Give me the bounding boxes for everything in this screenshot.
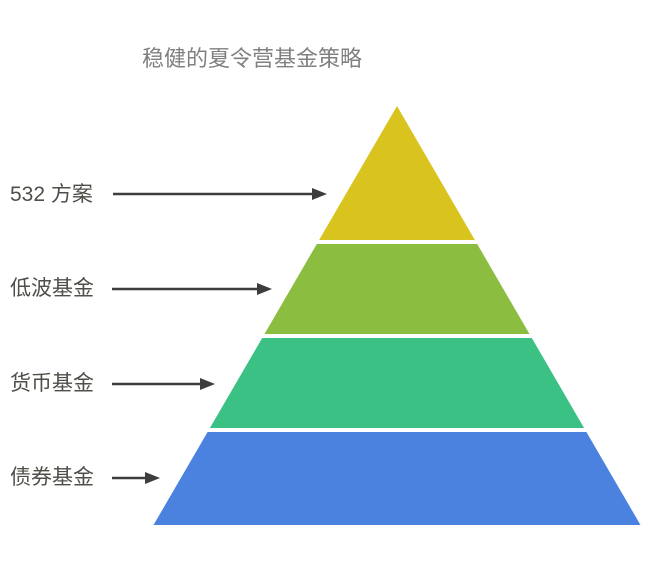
pyramid-layer-3[interactable]: [209, 338, 585, 428]
arrow-to-layer-3: [112, 378, 215, 390]
layer-label-low-volatility-fund: 低波基金: [10, 277, 94, 300]
arrow-head-icon: [257, 283, 272, 295]
arrow-head-icon: [145, 472, 160, 484]
chart-title: 稳健的夏令营基金策略: [142, 46, 363, 71]
pyramid-layer-2[interactable]: [264, 244, 530, 334]
arrow-to-layer-bottom: [112, 472, 160, 484]
arrow-to-layer-top: [113, 188, 327, 200]
arrow-head-icon: [200, 378, 215, 390]
pyramid-layer-top[interactable]: [319, 106, 475, 240]
layer-label-532-plan: 532 方案: [10, 183, 93, 206]
arrow-head-icon: [312, 188, 327, 200]
pyramid-layer-bottom[interactable]: [153, 432, 641, 525]
arrow-to-layer-2: [112, 283, 272, 295]
layer-label-money-fund: 货币基金: [10, 372, 94, 395]
layer-label-bond-fund: 债券基金: [10, 466, 94, 489]
